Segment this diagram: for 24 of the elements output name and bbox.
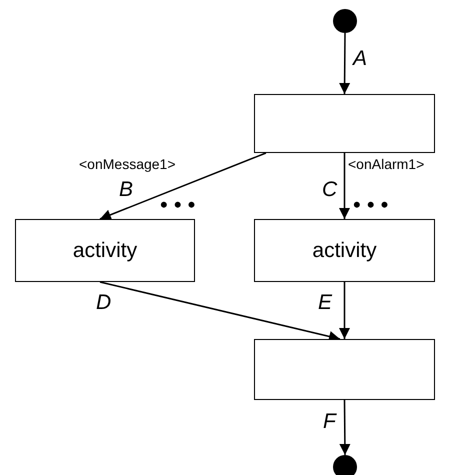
activity-label: activity <box>312 238 377 262</box>
activity-label: activity <box>72 238 138 262</box>
activity-box <box>254 219 435 282</box>
state-dot <box>333 9 357 33</box>
arrow <box>339 153 350 219</box>
event-label: <onMessage1> <box>79 157 176 171</box>
edge-label: C <box>322 179 338 200</box>
activity-box <box>15 219 195 282</box>
arrow <box>339 282 350 339</box>
edge-label: D <box>96 292 112 313</box>
arrow <box>100 281 340 342</box>
edge-label: F <box>323 411 336 432</box>
state-dot <box>333 455 357 475</box>
ellipsis-dots: • • • <box>353 194 388 216</box>
edge-label: E <box>318 292 332 313</box>
edge-label: B <box>119 179 134 200</box>
arrow <box>339 400 350 455</box>
ellipsis-dots: • • • <box>160 194 196 216</box>
event-label: <onAlarm1> <box>348 157 424 171</box>
edge-label: A <box>353 48 368 69</box>
arrow <box>100 152 266 220</box>
process-box <box>254 339 435 400</box>
process-box <box>254 94 435 153</box>
arrow <box>339 33 350 94</box>
